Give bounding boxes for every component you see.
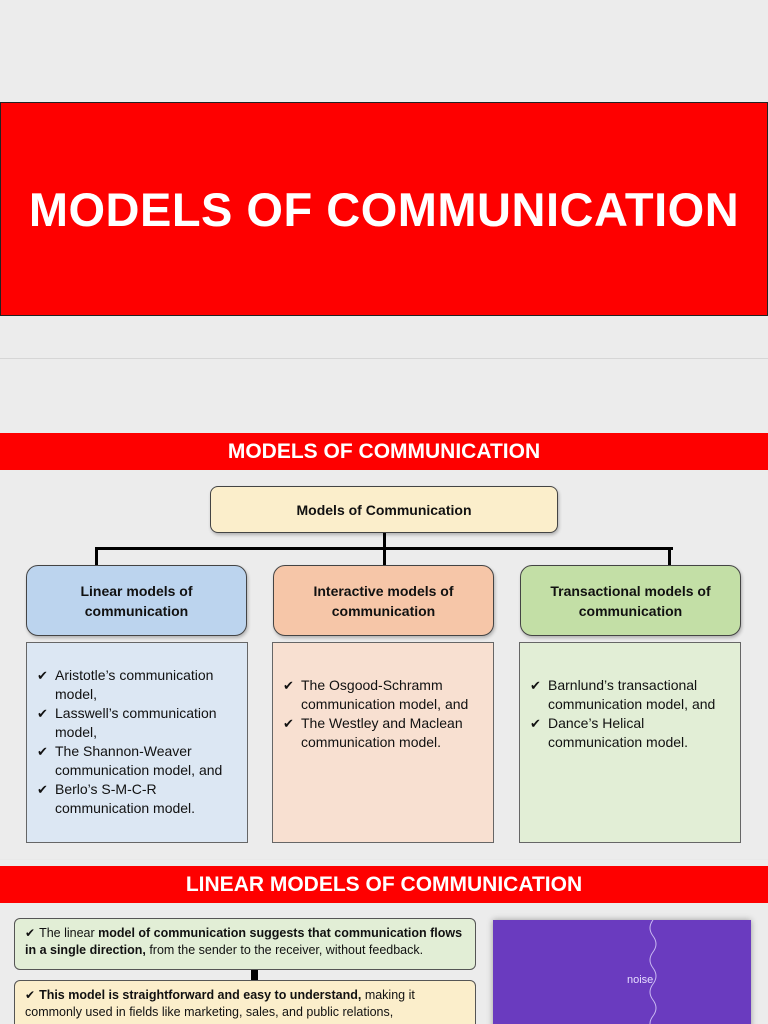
list-item: ✔Lasswell’s communication model, — [37, 705, 217, 740]
connector-right — [668, 547, 671, 565]
check-icon: ✔ — [25, 926, 36, 940]
check-icon: ✔ — [37, 668, 48, 683]
check-icon: ✔ — [283, 678, 294, 693]
connector-note — [251, 970, 258, 980]
list-linear: ✔Aristotle’s communication model, ✔Lassw… — [26, 642, 248, 843]
note-text-bold: model of communication suggests that com… — [25, 926, 463, 957]
list-item: ✔The Westley and Maclean communication m… — [283, 715, 463, 750]
noise-wave-icon — [649, 920, 657, 1024]
check-icon: ✔ — [530, 716, 541, 731]
check-icon: ✔ — [37, 706, 48, 721]
list-item: ✔The Shannon-Weaver communication model,… — [37, 743, 223, 778]
list-item: ✔Barnlund’s transactional communication … — [530, 677, 716, 712]
linear-model-diagram: noise — [493, 920, 751, 1024]
check-icon: ✔ — [25, 988, 36, 1002]
check-icon: ✔ — [530, 678, 541, 693]
list-interactive: ✔The Osgood-Schramm communication model,… — [272, 642, 494, 843]
section-banner: LINEAR MODELS OF COMMUNICATION — [0, 866, 768, 903]
list-item: ✔Aristotle’s communication model, — [37, 667, 214, 702]
note-text: The linear — [39, 926, 99, 940]
connector-left — [95, 547, 98, 565]
connector-middle — [383, 547, 386, 565]
slide-title-text: MODELS OF COMMUNICATION — [28, 182, 740, 236]
title-box: MODELS OF COMMUNICATION — [0, 102, 768, 316]
list-item: ✔Dance’s Helical communication model. — [530, 715, 689, 750]
list-item: ✔The Osgood-Schramm communication model,… — [283, 677, 469, 712]
check-icon: ✔ — [283, 716, 294, 731]
category-transactional: Transactional models of communication — [520, 565, 741, 636]
note-text: from the sender to the receiver, without… — [145, 943, 424, 957]
category-linear: Linear models of communication — [26, 565, 247, 636]
connector-stem — [383, 533, 386, 548]
list-transactional: ✔Barnlund’s transactional communication … — [519, 642, 741, 843]
slide-overview: MODELS OF COMMUNICATION Models of Commun… — [0, 359, 768, 859]
list-item: ✔Berlo’s S-M-C-R communication model. — [37, 781, 196, 816]
check-icon: ✔ — [37, 782, 48, 797]
noise-label: noise — [627, 974, 654, 986]
note-text: making it commonly used in fields like m… — [25, 988, 415, 1019]
note-text-bold: This model is straightforward and easy t… — [39, 988, 362, 1002]
category-interactive: Interactive models of communication — [273, 565, 494, 636]
slide-title: MODELS OF COMMUNICATION — [0, 0, 768, 359]
root-node: Models of Communication — [210, 486, 558, 533]
check-icon: ✔ — [37, 744, 48, 759]
slide-linear-models: LINEAR MODELS OF COMMUNICATION ✔The line… — [0, 860, 768, 1024]
note-linear-definition: ✔The linear model of communication sugge… — [14, 918, 476, 970]
section-banner: MODELS OF COMMUNICATION — [0, 433, 768, 470]
note-linear-usage: ✔This model is straightforward and easy … — [14, 980, 476, 1024]
